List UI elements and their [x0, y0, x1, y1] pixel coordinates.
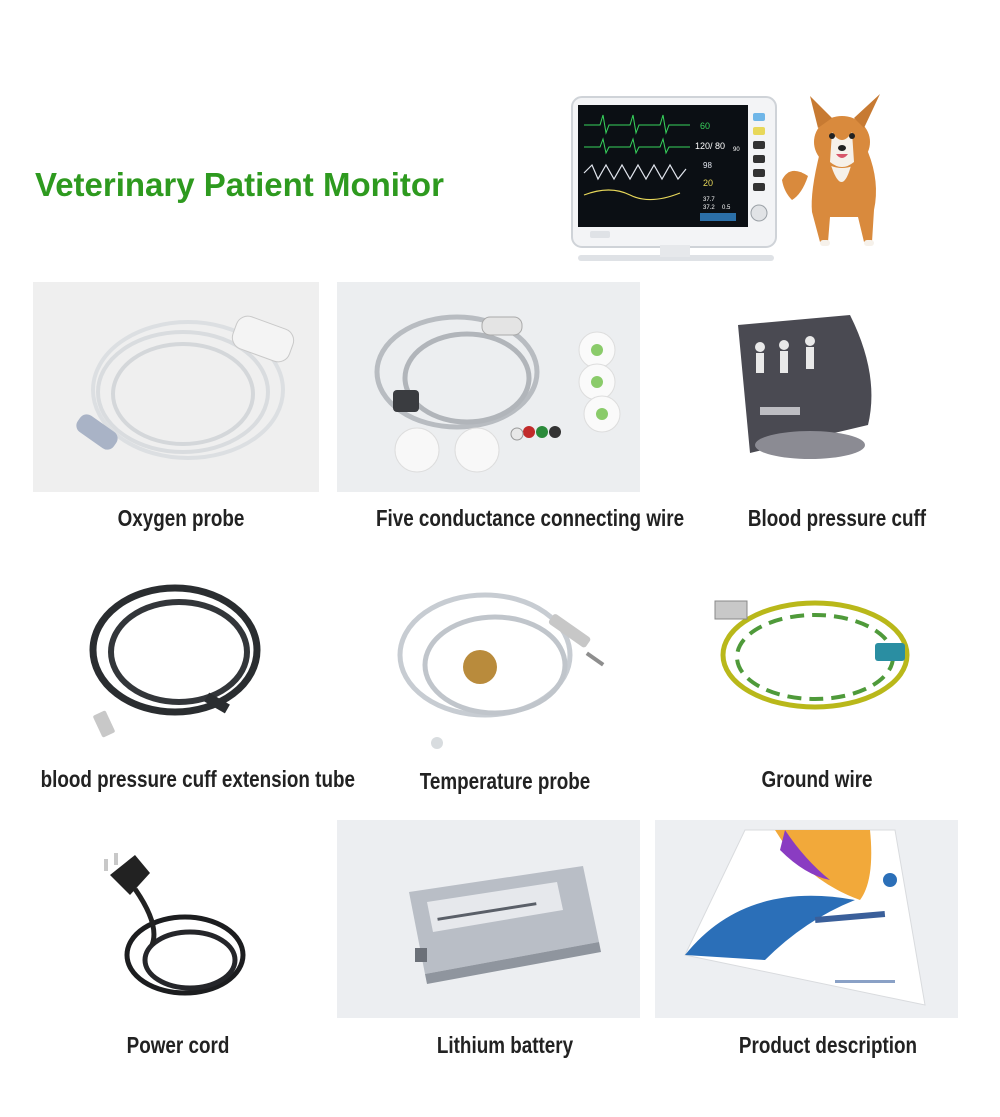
accessory-label: Power cord	[126, 1032, 230, 1058]
temp1-value: 37.7	[703, 197, 715, 203]
accessory-label: Five conductance connecting wire	[375, 505, 685, 531]
bp-cuff-photo	[720, 295, 890, 465]
accessory-label: Blood pressure cuff	[747, 505, 927, 531]
extension-tube-photo	[75, 570, 280, 745]
temperature-probe-photo	[385, 575, 625, 755]
accessory-label: blood pressure cuff extension tube	[40, 766, 355, 792]
temp-diff-value: 0.5	[722, 205, 731, 211]
power-cord-photo	[90, 845, 255, 1020]
ecg-leads-photo	[337, 282, 640, 492]
oxygen-probe-photo	[33, 282, 319, 492]
accessory-label: Lithium battery	[436, 1032, 574, 1058]
manual-booklet-photo	[655, 820, 958, 1018]
lithium-battery-photo	[337, 820, 640, 1018]
accessory-label: Temperature probe	[419, 768, 591, 794]
patient-monitor-image: 60 120/ 80 90 98 20 37.7 37.2 0.5	[570, 95, 780, 270]
hr-value: 60	[700, 121, 710, 131]
nibp-mean-value: 90	[733, 147, 740, 153]
spo2-value: 98	[703, 161, 712, 170]
accessory-label: Oxygen probe	[117, 505, 245, 531]
corgi-dog-image	[780, 92, 898, 252]
ground-wire-photo	[705, 585, 920, 720]
temp2-value: 37.2	[703, 205, 715, 211]
page-title: Veterinary Patient Monitor	[35, 166, 444, 203]
nibp-value: 120/ 80	[695, 141, 725, 151]
accessory-label: Ground wire	[761, 766, 873, 792]
accessory-label: Product description	[738, 1032, 918, 1058]
resp-value: 20	[703, 178, 713, 188]
